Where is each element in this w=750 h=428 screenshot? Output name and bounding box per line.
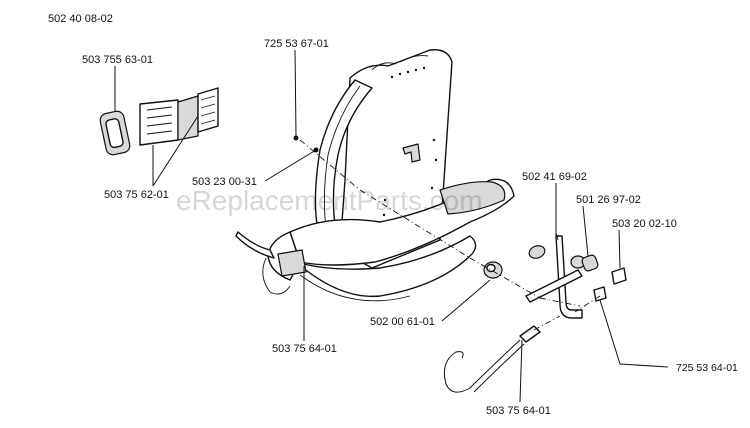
watermark-text: eReplacementParts.com (176, 185, 483, 216)
hanger-bracket-part (525, 235, 586, 319)
part-label-p7: 502 41 69-02 (522, 171, 587, 183)
part-label-p6: 502 00 61-01 (370, 316, 435, 328)
buckle-clip-part (139, 87, 219, 146)
part-label-p2: 503 75 62-01 (104, 189, 169, 201)
nut-part (611, 267, 627, 285)
part-label-p10: 725 53 64-01 (676, 362, 738, 374)
part-label-p5: 503 75 64-01 (272, 343, 337, 355)
spacer-part (483, 261, 503, 279)
part-label-p9: 503 20 02-10 (612, 218, 677, 230)
part-label-p11: 503 75 64-01 (486, 405, 551, 417)
buckle-loop-part (99, 110, 131, 156)
hook-cord-part (443, 325, 541, 393)
part-label-p3: 725 53 67-01 (264, 38, 329, 50)
part-label-p4: 503 23 00-31 (192, 176, 257, 188)
part-label-p1: 503 755 63-01 (82, 54, 153, 66)
washer-part (581, 254, 599, 272)
header-code: 502 40 08-02 (48, 13, 113, 25)
harness-body (235, 49, 515, 302)
part-label-p8: 501 26 97-02 (576, 194, 641, 206)
